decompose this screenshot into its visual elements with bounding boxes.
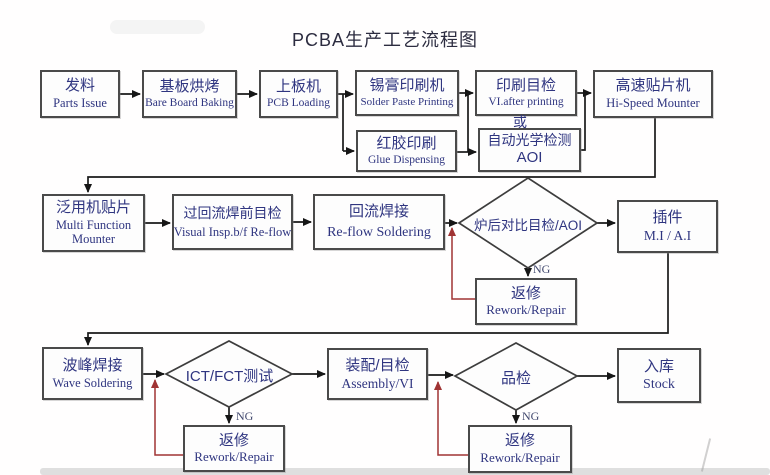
node-assembly-vi: 装配/目检 Assembly/VI (327, 348, 428, 400)
node-wave-soldering: 波峰焊接 Wave Soldering (42, 347, 143, 400)
node-pcb-loading-en: PCB Loading (267, 96, 330, 109)
node-parts-issue: 发料 Parts Issue (40, 70, 120, 118)
scan-edge-bar (40, 468, 770, 475)
node-glue-dispensing: 红胶印刷 Glue Dispensing (356, 130, 457, 172)
node-visual-insp-before-reflow: 过回流焊前目检 Visual Insp.b/f Re-flow (172, 194, 293, 250)
node-reflow-soldering-zh: 回流焊接 (348, 203, 409, 221)
node-vi-after-printing: 印刷目检 VI.after printing (475, 70, 577, 116)
node-rework-qc: 返修 Rework/Repair (468, 425, 572, 473)
node-reflow-soldering-en: Re-flow Soldering (327, 224, 431, 240)
node-rework-reflow-en: Rework/Repair (486, 302, 566, 318)
node-rework-qc-en: Rework/Repair (480, 449, 560, 465)
node-parts-issue-en: Parts Issue (53, 96, 107, 111)
diamond-post-reflow-check (457, 176, 599, 270)
node-glue-dispensing-en: Glue Dispensing (368, 153, 445, 166)
diamond-ict-fct-test (164, 340, 294, 408)
node-bare-board-baking: 基板烘烤 Bare Board Baking (142, 70, 237, 118)
ng-label-qc: NG (522, 409, 540, 423)
page-title: PCBA生产工艺流程图 (291, 30, 479, 50)
ng-label-ict: NG (236, 409, 254, 423)
node-stock: 入库 Stock (617, 348, 701, 403)
red-feedback-lines (151, 227, 475, 456)
node-multi-function-mounter: 泛用机贴片 Multi Function Mounter (42, 194, 145, 252)
node-visual-insp-zh: 过回流焊前目检 (183, 204, 282, 221)
diamond-ict-fct-test-label: ICT/FCT测试 (185, 368, 274, 385)
node-solder-paste-printing-zh: 锡膏印刷机 (369, 77, 445, 95)
node-aoi-en: AOI (516, 149, 543, 167)
node-rework-ict: 返修 Rework/Repair (183, 425, 285, 472)
node-wave-soldering-zh: 波峰焊接 (62, 356, 123, 374)
node-bare-board-baking-zh: 基板烘烤 (159, 78, 220, 96)
node-rework-qc-zh: 返修 (504, 432, 535, 450)
decision-diamonds (164, 176, 599, 411)
node-vi-after-printing-zh: 印刷目检 (495, 77, 556, 95)
node-hi-speed-mounter: 高速贴片机 Hi-Speed Mounter (593, 70, 713, 118)
node-aoi: 自动光学检测 AOI (478, 128, 581, 172)
node-wave-soldering-en: Wave Soldering (52, 375, 133, 390)
node-mi-ai: 插件 M.I / A.I (617, 200, 718, 253)
node-pcb-loading: 上板机 PCB Loading (259, 70, 338, 118)
node-hi-speed-mounter-zh: 高速贴片机 (615, 77, 691, 95)
node-hi-speed-mounter-en: Hi-Speed Mounter (606, 96, 700, 111)
node-rework-reflow: 返修 Rework/Repair (475, 278, 577, 325)
node-assembly-vi-en: Assembly/VI (341, 375, 414, 391)
node-parts-issue-zh: 发料 (64, 77, 95, 95)
node-pcb-loading-zh: 上板机 (275, 78, 321, 96)
node-mi-ai-zh: 插件 (652, 209, 683, 227)
node-bare-board-baking-en: Bare Board Baking (145, 96, 234, 109)
scan-smudge (110, 20, 205, 34)
ng-label-post-reflow: NG (533, 262, 551, 276)
black-flow-lines (84, 89, 669, 424)
node-vi-after-printing-en: VI.after printing (488, 95, 564, 108)
node-multi-function-mounter-en: Multi Function (55, 218, 132, 232)
node-multi-function-mounter-en2: Mounter (71, 232, 116, 247)
node-multi-function-mounter-zh: 泛用机贴片 (55, 199, 131, 217)
diamond-post-reflow-check-label: 炉后对比目检/AOI (473, 218, 582, 233)
node-mi-ai-en: M.I / A.I (643, 228, 692, 244)
node-rework-ict-zh: 返修 (218, 431, 249, 449)
node-glue-dispensing-zh: 红胶印刷 (376, 135, 437, 153)
node-solder-paste-printing-en: Solder Paste Printing (360, 96, 454, 109)
node-stock-zh: 入库 (643, 358, 674, 376)
node-aoi-zh: 自动光学检测 (487, 131, 572, 148)
node-reflow-soldering: 回流焊接 Re-flow Soldering (313, 194, 445, 250)
or-label: 或 (513, 114, 527, 130)
node-assembly-vi-zh: 装配/目检 (345, 356, 410, 374)
diamond-quality-check-label: 品检 (500, 370, 531, 387)
node-solder-paste-printing: 锡膏印刷机 Solder Paste Printing (355, 70, 459, 116)
node-rework-reflow-zh: 返修 (510, 284, 541, 302)
node-stock-en: Stock (643, 376, 675, 392)
node-rework-ict-en: Rework/Repair (194, 449, 274, 465)
node-visual-insp-en: Visual Insp.b/f Re-flow (173, 225, 292, 240)
diamond-quality-check (453, 342, 579, 411)
